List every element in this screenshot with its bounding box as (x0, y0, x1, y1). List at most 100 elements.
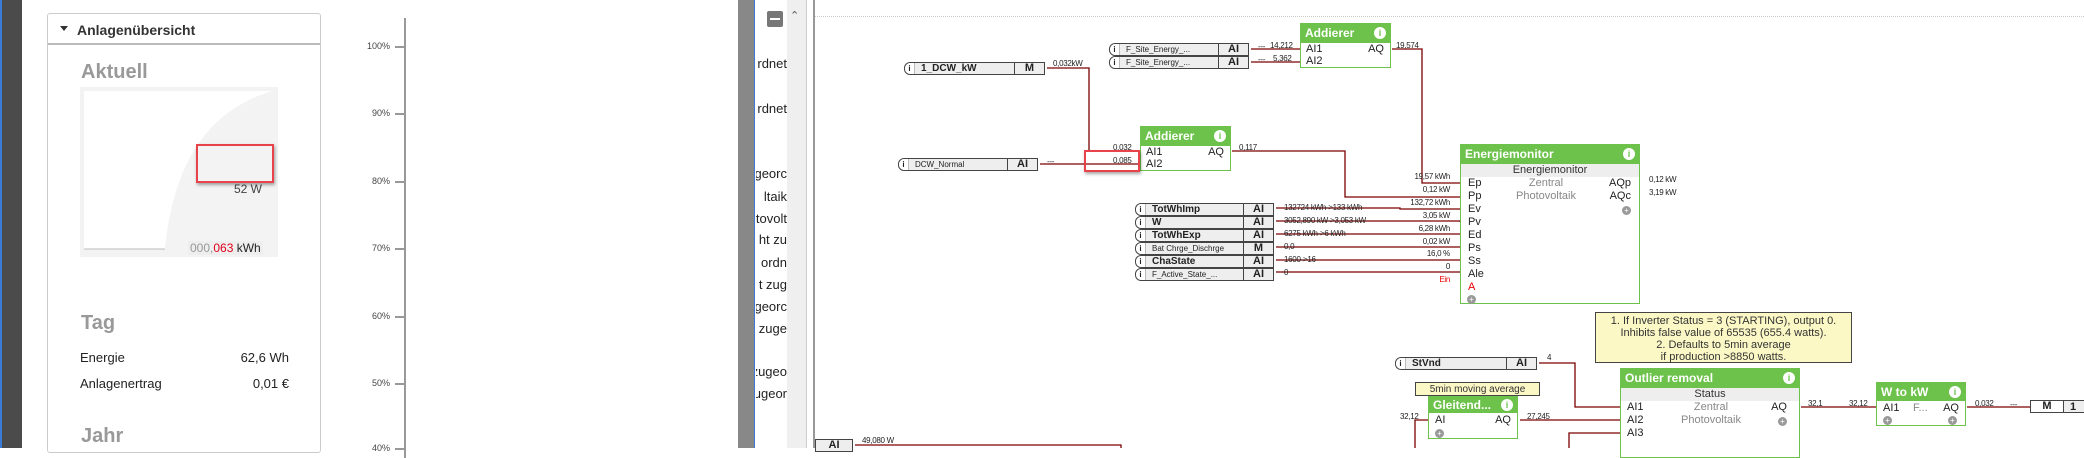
axis-tick (395, 113, 405, 115)
text-line: rdnet (757, 56, 787, 71)
wire-value: 6275 kWh->6 kWh (1284, 229, 1346, 238)
collapse-triangle-icon[interactable] (60, 26, 68, 31)
info-icon[interactable]: i (1214, 130, 1226, 142)
info-icon[interactable]: i (1374, 27, 1386, 39)
current-power: 52 W (234, 182, 263, 196)
block-line: Photovoltaik (1681, 414, 1741, 426)
moving-average-block[interactable]: Gleitend...i AI AQ + (1428, 396, 1518, 439)
add-input-icon[interactable]: + (1883, 416, 1892, 425)
pin-label: Ps (1468, 242, 1481, 254)
io-block-bottom[interactable]: AI (815, 439, 853, 452)
wire-value: --- (1258, 55, 1266, 64)
pin-label: AQ (1495, 414, 1511, 426)
pane-divider[interactable] (738, 0, 755, 448)
info-icon[interactable]: i (1136, 204, 1146, 215)
panel-title: Anlagenübersicht (77, 22, 196, 38)
wire-bottom-ai (855, 444, 1122, 448)
add-output-icon[interactable]: + (1778, 417, 1787, 426)
axis-tick (395, 448, 405, 450)
info-icon[interactable]: i (1783, 372, 1795, 384)
wire-value: 49,080 W (862, 436, 894, 445)
axis-tick-label: 70% (371, 243, 390, 253)
io-name: W (1152, 217, 1162, 228)
wire-value: 0,12 kW (1649, 175, 1677, 184)
panel-header[interactable]: Anlagenübersicht (48, 14, 320, 45)
pin-label: AQ (1368, 43, 1384, 55)
info-icon[interactable]: i (1501, 399, 1513, 411)
axis-tick (395, 383, 405, 385)
pin-label: AI1 (1627, 401, 1644, 413)
add-input-icon[interactable]: + (1467, 295, 1476, 304)
pin-label: F... (1913, 402, 1928, 414)
wire-totwhimp (1276, 207, 1460, 210)
pin-label: Ep (1468, 177, 1482, 189)
info-icon[interactable]: i (1136, 256, 1146, 267)
add-output-icon[interactable]: + (1948, 416, 1957, 425)
moving-average-label[interactable]: 5min moving average (1415, 382, 1540, 396)
info-icon[interactable]: i (1136, 243, 1146, 254)
io-name: F_Active_State_... (1152, 270, 1218, 279)
chevron-up-icon[interactable]: ⌃ (790, 10, 800, 22)
pin-label: AI1 (1306, 43, 1323, 55)
info-icon[interactable]: i (905, 63, 915, 74)
info-icon[interactable]: i (899, 159, 909, 170)
info-icon[interactable]: i (1136, 217, 1146, 228)
wire-add1-out (1392, 48, 1460, 184)
wire-value: 5,362 (1273, 54, 1292, 63)
wire-value: Ein (1439, 275, 1450, 285)
info-icon[interactable]: i (1136, 269, 1146, 280)
block-title: W to kW (1881, 385, 1929, 399)
pin-label: AQ (1771, 401, 1787, 413)
wire-value: 0 (1445, 262, 1450, 272)
wire-value: 0,032 (1113, 143, 1132, 152)
info-icon[interactable]: i (1110, 44, 1120, 55)
info-icon[interactable]: i (1396, 358, 1406, 369)
add-output-icon[interactable]: + (1622, 206, 1631, 215)
axis-tick-label: 80% (371, 176, 390, 186)
wire-value: 0 (1284, 268, 1289, 277)
info-icon[interactable]: i (1623, 148, 1635, 160)
io-type: M (2031, 401, 2063, 412)
add-input-icon[interactable]: + (1435, 429, 1444, 438)
wire-value: 0,032kW (1053, 59, 1083, 68)
gauge-shape (84, 91, 272, 250)
pin-label: AI1 (1883, 402, 1900, 414)
wire-value: 1600->16 (1284, 255, 1316, 264)
info-icon[interactable]: i (1949, 386, 1961, 398)
block-title: Outlier removal (1625, 371, 1714, 385)
io-name: StVnd (1412, 358, 1441, 369)
io-type: AI (1243, 217, 1273, 228)
wire-value: 27,245 (1527, 412, 1550, 421)
io-name: ChaState (1152, 256, 1196, 267)
wire-value: 0,085 (1113, 156, 1132, 165)
text-line: zugeo (756, 364, 787, 379)
info-icon[interactable]: i (1136, 230, 1146, 241)
pin-label: AQc (1609, 190, 1631, 202)
wire-dcw-kw (1047, 67, 1140, 152)
wire-value: 0,032 (1975, 399, 1994, 408)
info-icon[interactable]: i (1110, 57, 1120, 68)
yield-label: Anlagenertrag (80, 376, 162, 391)
wire-value: 6,28 kWh (1418, 223, 1451, 233)
collapse-minus-button[interactable] (767, 11, 783, 27)
note-line: 2. Defaults to 5min average (1656, 339, 1791, 351)
comment-note[interactable]: 1. If Inverter Status = 3 (STARTING), ou… (1595, 312, 1852, 363)
wire-value: 132,72 kWh (1410, 197, 1450, 207)
